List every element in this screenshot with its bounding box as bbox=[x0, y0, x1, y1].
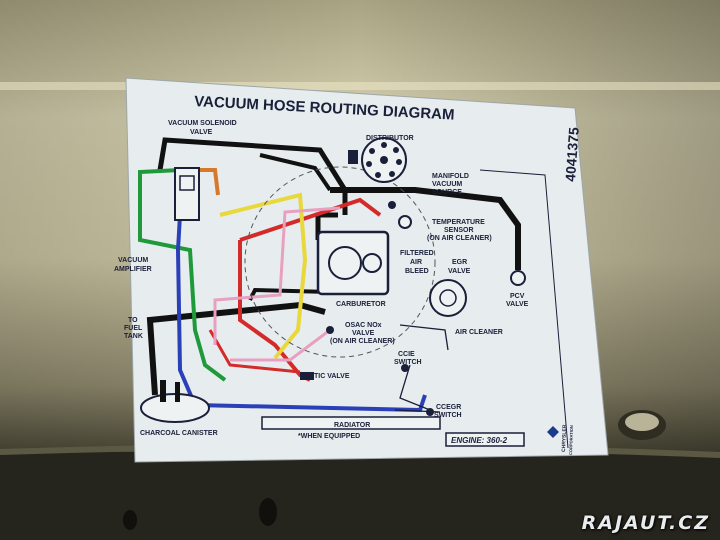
label-radiator: RADIATOR bbox=[334, 422, 370, 429]
label-carburetor: CARBURETOR bbox=[336, 301, 386, 308]
canister-port-1 bbox=[160, 380, 166, 402]
hose-orange bbox=[195, 168, 220, 196]
bolt-head bbox=[259, 498, 277, 526]
brand-name: CHRYSLER bbox=[561, 424, 568, 452]
hose-black-pcv bbox=[330, 187, 521, 270]
label-when-equipped: *WHEN EQUIPPED bbox=[298, 433, 360, 440]
distributor-terminals bbox=[366, 142, 402, 178]
pcv-valve-icon bbox=[510, 270, 526, 286]
label-osac-3: (ON AIR CLEANER) bbox=[330, 338, 395, 345]
osac-valve-icon bbox=[326, 326, 334, 334]
carburetor-bore-icon bbox=[328, 246, 362, 280]
label-osac-2: VALVE bbox=[352, 330, 375, 337]
watermark: RAJAUT.CZ bbox=[581, 512, 710, 534]
right-frame bbox=[479, 169, 569, 449]
canister-port-2 bbox=[175, 382, 180, 402]
label-bleed-1: FILTERED bbox=[400, 250, 434, 257]
manifold-source-icon bbox=[388, 201, 396, 209]
label-distributor: DISTRIBUTOR bbox=[366, 135, 414, 142]
solenoid-inner-icon bbox=[179, 175, 195, 191]
label-engine: ENGINE: 360-2 bbox=[451, 436, 508, 445]
label-ccie-2: SWITCH bbox=[394, 359, 422, 366]
label-manifold-3: SOURCE bbox=[432, 189, 462, 196]
hose-black-dist bbox=[259, 153, 332, 192]
hose-red-top bbox=[239, 197, 382, 242]
pentastar-icon bbox=[547, 426, 559, 438]
hose-green bbox=[138, 168, 227, 382]
label-ccegr-1: CCEGR bbox=[436, 404, 461, 411]
ccie-switch-icon bbox=[401, 364, 409, 372]
brand-sub: CORPORATION bbox=[568, 425, 574, 455]
line-air-cleaner bbox=[399, 324, 449, 351]
label-air-cleaner: AIR CLEANER bbox=[455, 329, 503, 336]
hose-pink bbox=[213, 206, 341, 345]
label-solenoid-2: VALVE bbox=[190, 129, 213, 136]
egr-valve-inner-icon bbox=[439, 289, 457, 307]
engine-box bbox=[445, 432, 525, 447]
dark-lower-area bbox=[0, 452, 720, 540]
panel-hole-inner bbox=[625, 413, 659, 431]
label-tic: TIC VALVE bbox=[314, 373, 350, 380]
part-number: 4041375 bbox=[562, 127, 582, 183]
label-pcv-1: PCV bbox=[510, 293, 525, 300]
label-pcv-2: VALVE bbox=[506, 301, 529, 308]
label-temp-1: TEMPERATURE bbox=[432, 219, 485, 226]
vacuum-advance-icon bbox=[348, 150, 358, 164]
carburetor-icon bbox=[316, 230, 390, 296]
label-bleed-3: BLEED bbox=[405, 268, 429, 275]
label-manifold-2: VACUUM bbox=[432, 181, 462, 188]
label-fuel-3: TANK bbox=[124, 333, 143, 340]
panel-highlight bbox=[0, 82, 720, 90]
air-cleaner-outline bbox=[244, 166, 436, 358]
tic-valve-icon bbox=[300, 372, 314, 380]
label-temp-2: SENSOR bbox=[444, 227, 474, 234]
bolt-head-2 bbox=[123, 510, 137, 530]
label-fuel-2: FUEL bbox=[124, 325, 143, 332]
label-bleed-2: AIR bbox=[410, 259, 422, 266]
hose-yellow bbox=[219, 192, 308, 360]
label-manifold-1: MANIFOLD bbox=[432, 173, 469, 180]
hose-black-top bbox=[157, 137, 348, 215]
hose-black-canister bbox=[146, 301, 326, 396]
label-solenoid-1: VACUUM SOLENOID bbox=[168, 120, 237, 127]
hose-blue bbox=[175, 214, 427, 413]
label-amplifier-2: AMPLIFIER bbox=[114, 266, 152, 273]
radiator-icon bbox=[261, 416, 441, 430]
carburetor-bore-2-icon bbox=[362, 253, 382, 273]
egr-valve-icon bbox=[429, 279, 467, 317]
chrysler-logo: CHRYSLER CORPORATION bbox=[547, 424, 574, 455]
ccegr-switch-icon bbox=[426, 408, 434, 416]
label-canister: CHARCOAL CANISTER bbox=[140, 430, 218, 437]
label-egr-2: VALVE bbox=[448, 268, 471, 275]
label-ccie-1: CCIE bbox=[398, 351, 415, 358]
label-egr-1: EGR bbox=[452, 259, 467, 266]
label-osac-1: OSAC NOx bbox=[345, 322, 382, 329]
label-fuel-1: TO bbox=[128, 317, 138, 324]
label-ccegr-2: SWITCH bbox=[434, 412, 462, 419]
hose-red-lower bbox=[208, 329, 301, 374]
hose-pink-lower bbox=[230, 328, 331, 362]
line-ccie bbox=[399, 364, 431, 411]
label-temp-3: (ON AIR CLEANER) bbox=[427, 235, 492, 242]
label-amplifier-1: VACUUM bbox=[118, 257, 148, 264]
temperature-sensor-icon bbox=[398, 215, 412, 229]
